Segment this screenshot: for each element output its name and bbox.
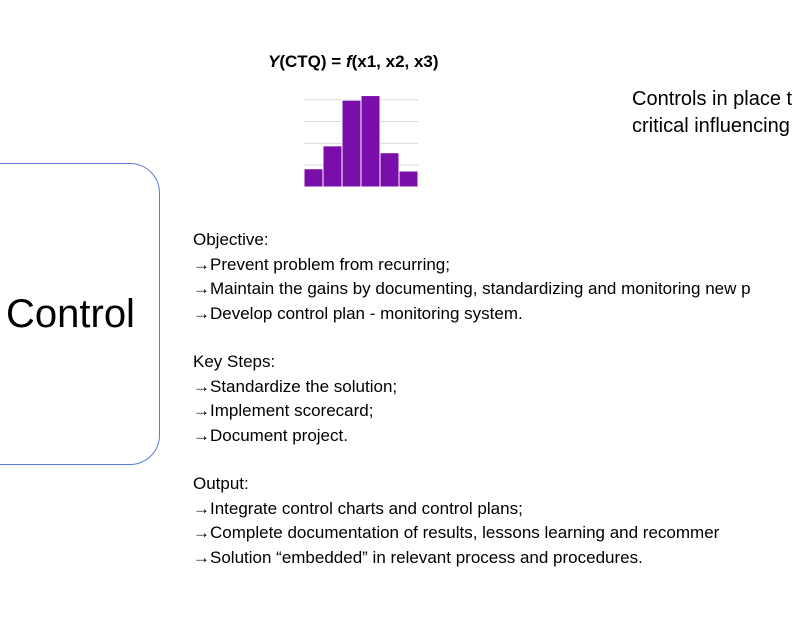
formula-y: Y bbox=[268, 52, 280, 71]
objective-item: →Prevent problem from recurring; bbox=[193, 254, 450, 274]
output-heading: Output: bbox=[193, 474, 249, 493]
objective-heading: Objective: bbox=[193, 230, 269, 249]
histogram-bar bbox=[360, 95, 381, 188]
histogram-bar bbox=[398, 170, 419, 188]
output-item: →Complete documentation of results, less… bbox=[193, 523, 720, 542]
phase-title: Control bbox=[6, 292, 135, 336]
phase-box bbox=[0, 163, 160, 465]
objective-item: →Maintain the gains by documenting, stan… bbox=[193, 279, 751, 298]
formula-f-rest: (x1, x2, x3) bbox=[351, 52, 439, 71]
histogram-bar bbox=[303, 168, 324, 188]
controls-text: Controls in place t critical influencing bbox=[632, 86, 792, 140]
objective-item: →Develop control plan - monitoring syste… bbox=[193, 303, 523, 323]
phase-details: Objective: →Prevent problem from recurri… bbox=[193, 228, 751, 570]
histogram-bar bbox=[322, 145, 343, 188]
objective-section: Objective: →Prevent problem from recurri… bbox=[193, 228, 751, 326]
key-steps-section: Key Steps: →Standardize the solution; →I… bbox=[193, 350, 751, 448]
key-step-item: →Implement scorecard; bbox=[193, 401, 374, 420]
formula: Y(CTQ) = f(x1, x2, x3) bbox=[268, 52, 439, 72]
controls-text-line-1: Controls in place t bbox=[632, 88, 793, 110]
formula-y-rest: (CTQ) = bbox=[279, 52, 346, 71]
output-item: →Solution “embedded” in relevant process… bbox=[193, 547, 643, 567]
histogram-chart bbox=[303, 95, 419, 188]
histogram-bar bbox=[379, 152, 400, 188]
key-steps-heading: Key Steps: bbox=[193, 352, 276, 371]
histogram-bar bbox=[341, 99, 362, 188]
formula-f: f bbox=[345, 52, 352, 71]
output-item: →Integrate control charts and control pl… bbox=[193, 498, 523, 518]
key-step-item: →Standardize the solution; bbox=[193, 376, 398, 396]
output-section: Output: →Integrate control charts and co… bbox=[193, 472, 751, 570]
key-step-item: →Document project. bbox=[193, 425, 348, 445]
controls-text-line-2: critical influencing bbox=[632, 115, 790, 137]
